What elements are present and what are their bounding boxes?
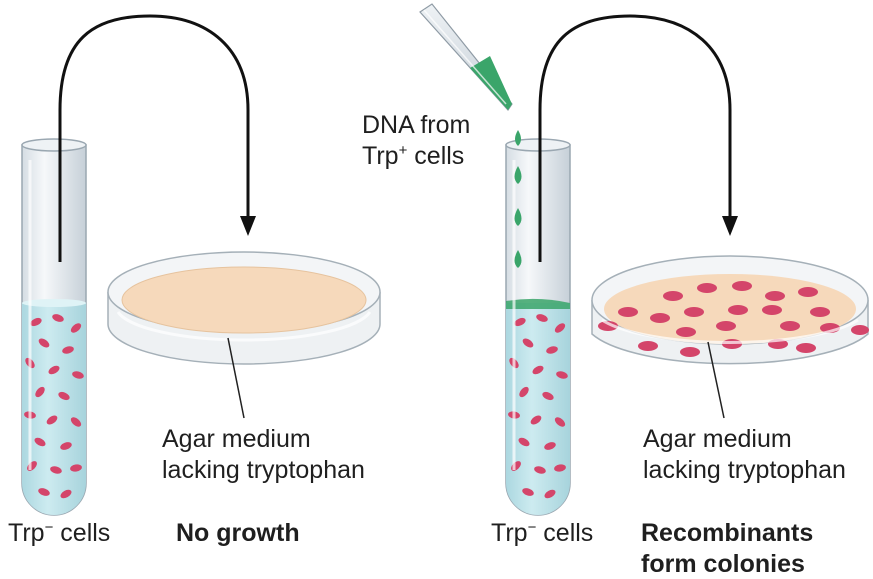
dna-source-line1: DNA from	[362, 111, 471, 139]
recombinants-result-line1: Recombinants	[641, 519, 814, 547]
dna-source-prefix: Trp	[362, 142, 399, 170]
no-growth-result: No growth	[176, 519, 300, 547]
left-tube-label-prefix: Trp	[8, 519, 45, 547]
left-plate-leader-line	[227, 337, 245, 419]
left-petri-dish	[107, 251, 381, 365]
dna-source-label: DNA from Trp+ cells	[362, 110, 470, 172]
dna-source-line2: Trp+ cells	[362, 141, 470, 172]
pipette	[419, 3, 513, 111]
right-plate-leader-line	[707, 341, 725, 419]
left-transfer-arrow	[58, 14, 256, 262]
left-tube-liquid	[22, 299, 86, 515]
right-plate-label-line2: lacking tryptophan	[643, 456, 846, 484]
left-test-tube	[21, 138, 87, 516]
dna-drops	[514, 130, 522, 268]
left-tube-label-superscript: −	[44, 519, 54, 536]
right-transfer-arrow	[538, 14, 738, 262]
left-plate-label-line1: Agar medium	[162, 425, 311, 453]
left-plate-label-line2: lacking tryptophan	[162, 456, 365, 484]
dna-source-superscript: +	[398, 142, 408, 159]
right-test-tube	[505, 130, 571, 516]
recombinants-result: Recombinants form colonies	[641, 518, 813, 579]
left-tube-label-suffix: cells	[53, 519, 111, 547]
left-plate-label: Agar medium lacking tryptophan	[162, 424, 365, 486]
right-tube-label-suffix: cells	[536, 519, 594, 547]
right-plate-label-line1: Agar medium	[643, 425, 792, 453]
left-tube-label: Trp− cells	[8, 518, 110, 549]
right-plate-label: Agar medium lacking tryptophan	[643, 424, 846, 486]
right-tube-liquid	[506, 298, 570, 515]
dna-source-suffix: cells	[407, 142, 465, 170]
recombinants-result-line2: form colonies	[641, 550, 805, 578]
right-tube-label: Trp− cells	[491, 518, 593, 549]
right-tube-label-superscript: −	[527, 519, 537, 536]
left-tube-cells	[24, 314, 84, 499]
right-tube-label-prefix: Trp	[491, 519, 528, 547]
right-petri-dish	[591, 255, 869, 365]
